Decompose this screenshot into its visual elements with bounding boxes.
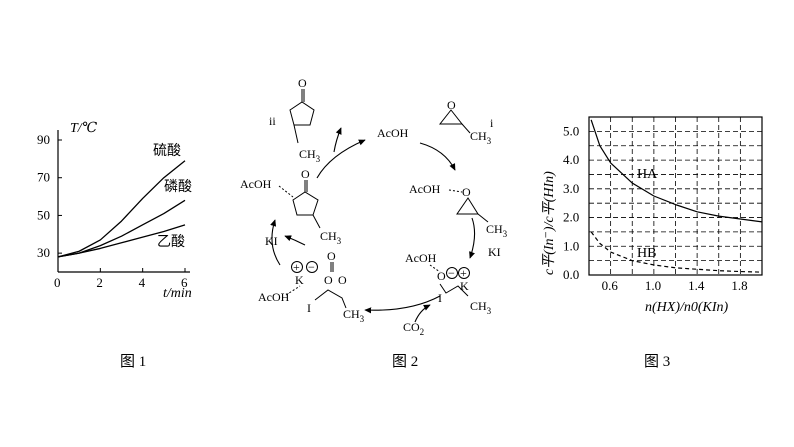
acoh-top: AcOH (377, 126, 409, 140)
fig3-x-tick-label: 0.6 (602, 278, 619, 293)
fig3-y-tick-label: 2.0 (563, 210, 579, 225)
cyclic-carbonate-product-ii: O CH3 ii (269, 76, 321, 164)
epoxide-i: O CH3 i (438, 98, 494, 146)
alkoxide-oxygen: O (437, 269, 446, 283)
figure-1-temperature-chart: 0 2 4 6 30 50 70 90 T/℃ t/min 硫酸 磷酸 乙酸 (37, 121, 192, 301)
carbonate-iodo: I (307, 301, 311, 315)
carbonyl-oxygen: O (298, 76, 307, 90)
carbonate-methyl: CH3 (343, 307, 365, 324)
fig3-tick-labels: 0.6 1.0 1.4 1.8 0.0 1.0 2.0 3.0 4.0 5.0 (563, 123, 748, 293)
acoh-hbond-epoxide: AcOH (409, 182, 441, 196)
acoh-hbond-product: AcOH (240, 177, 272, 191)
label-i: i (490, 116, 494, 130)
acoh-hbond-carbonate: AcOH (258, 290, 290, 304)
fig1-y-tick-label: 90 (37, 132, 50, 147)
epoxide2-oxygen: O (462, 185, 471, 199)
carbonate-intermediate: + − K O O O AcOH I CH3 (258, 249, 365, 324)
fig3-series-label-hb: HB (637, 246, 656, 261)
potassium-plus: + (460, 266, 467, 280)
carbonate-ester-o: O (338, 273, 347, 287)
fig3-x-tick-label: 1.4 (688, 278, 705, 293)
carbonate-carbonyl-o: O (327, 249, 336, 263)
fig3-series-line-1 (590, 231, 763, 273)
alkoxide-methyl: CH3 (470, 299, 492, 316)
fig3-y-tick-label: 3.0 (563, 181, 579, 196)
carbonate-acoh-complex: AcOH O CH3 (240, 167, 342, 246)
fig1-x-tick-label: 2 (96, 275, 103, 290)
fig3-series-group (590, 119, 763, 273)
fig3-series-label-ha: HA (637, 167, 658, 182)
figure-3-ratio-chart: 0.6 1.0 1.4 1.8 0.0 1.0 2.0 3.0 4.0 5.0 n(HX)/n0(… (542, 116, 763, 315)
fig1-y-tick-label: 70 (37, 170, 50, 185)
iodo-atom: I (438, 291, 442, 305)
fig1-y-tick-label: 50 (37, 207, 50, 222)
fig1-series-label-phosphoric: 磷酸 (164, 179, 192, 195)
epoxide-methyl: CH3 (470, 129, 492, 146)
ki-in: KI (488, 245, 501, 259)
fig1-x-axis-label: t/min (163, 286, 192, 301)
fig1-tick-labels: 0 2 4 6 30 50 70 90 (37, 132, 188, 290)
carbonate-potassium: K (295, 273, 304, 287)
fig3-x-tick-label: 1.8 (731, 278, 747, 293)
fig3-x-axis-label: n(HX)/n0(KIn) (645, 300, 729, 315)
epoxide-ring (438, 109, 464, 125)
alkoxide-minus: − (448, 266, 455, 280)
ki-out: KI (265, 234, 278, 248)
fig1-x-tick-label: 6 (181, 275, 188, 290)
carbonate-o-minus: O (324, 273, 333, 287)
fig1-series-line-0 (57, 160, 186, 258)
fig1-y-tick-label: 30 (37, 245, 50, 260)
fig3-y-tick-label: 0.0 (563, 267, 579, 282)
carbonate-plus: + (293, 260, 300, 274)
fig3-y-tick-label: 4.0 (563, 152, 579, 167)
fig3-x-tick-label: 1.0 (645, 278, 661, 293)
fig1-series-line-2 (57, 224, 186, 258)
methyl-group: CH3 (299, 147, 321, 164)
fig1-x-tick-label: 4 (139, 275, 146, 290)
fig3-y-axis-label: c平(In⁻)/c平(HIn) (542, 171, 557, 275)
fig3-series-line-0 (590, 119, 763, 223)
co2-in: CO2 (403, 320, 424, 337)
alkoxide-intermediate: AcOH O − + K I CH3 (405, 251, 492, 316)
fig1-series-group (57, 160, 186, 258)
fig1-x-tick-label: 0 (54, 275, 61, 290)
product-carbonyl-o: O (301, 167, 310, 181)
fig1-series-label-acetic: 乙酸 (157, 234, 185, 250)
epoxide2-methyl: CH3 (486, 222, 508, 239)
fig1-series-label-sulfuric: 硫酸 (153, 143, 181, 159)
figure-2-reaction-scheme: O CH3 ii AcOH O CH3 i AcOH O CH3 KI AcOH (240, 76, 508, 337)
fig3-grid (589, 117, 762, 275)
fig3-caption: 图 3 (644, 353, 670, 370)
fig1-caption: 图 1 (120, 353, 146, 370)
fig3-plot-frame (588, 116, 763, 276)
fig1-axes (57, 130, 190, 273)
activated-epoxide: AcOH O CH3 (409, 182, 508, 239)
fig3-y-tick-label: 1.0 (563, 238, 579, 253)
epoxide-oxygen: O (447, 98, 456, 112)
fig2-caption: 图 2 (392, 353, 418, 370)
label-ii: ii (269, 114, 276, 128)
catalytic-cycle-arrows (270, 127, 476, 323)
fig3-axes (588, 116, 763, 276)
potassium-ion: K (460, 279, 469, 293)
carbonate-ring (289, 101, 315, 126)
acoh-hbond-alkoxide: AcOH (405, 251, 437, 265)
product-methyl: CH3 (320, 229, 342, 246)
carbonate-minus: − (308, 260, 315, 274)
fig3-y-tick-label: 5.0 (563, 123, 579, 138)
fig1-y-axis-label: T/℃ (70, 121, 98, 136)
